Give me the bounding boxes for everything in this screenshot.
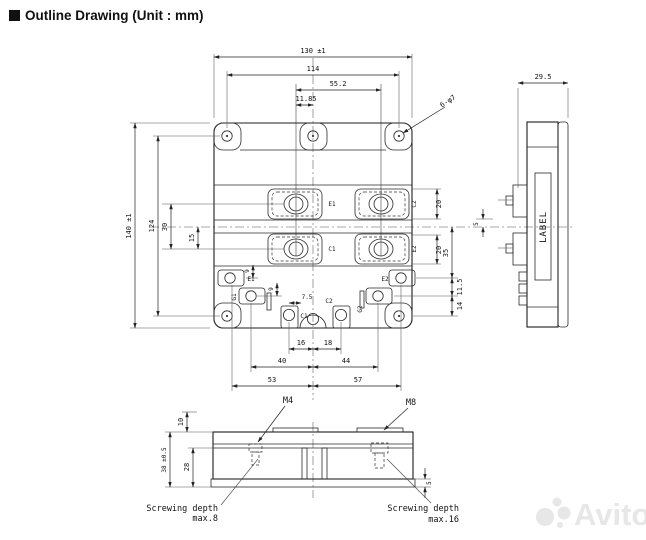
side-serration <box>518 271 528 282</box>
terminal-label-e1: E1 <box>328 201 336 208</box>
dim-mount-span-v: 124 <box>148 220 156 233</box>
dim-terminal-span: 55.2 <box>330 80 347 88</box>
mount-hole <box>384 302 413 329</box>
dim-baseplate: 5 <box>426 481 433 485</box>
dim-terminal-offset: 11.85 <box>295 95 316 103</box>
terminal-label-c2: C2 <box>411 200 418 208</box>
note-screwing-right-1: Screwing depth <box>387 504 459 514</box>
aux-label-e1: E1 <box>247 276 255 283</box>
dim-overall-height: 140 ±1 <box>125 213 133 238</box>
dim-b40: 40 <box>278 357 286 365</box>
side-serration <box>518 283 528 294</box>
aux-terminals: E1 G1 C1 C2 G2 E2 <box>217 269 416 329</box>
aux-terminal-e2 <box>388 269 416 287</box>
aux-terminal-c1 <box>280 305 299 329</box>
note-screwing-left-2: max.8 <box>192 514 218 524</box>
aux-terminal-e1 <box>217 269 245 287</box>
thread-insert-m8 <box>370 442 389 469</box>
dim-b44: 44 <box>342 357 350 365</box>
label-box <box>534 172 552 281</box>
front-boss-left <box>272 427 319 433</box>
dim-b16: 16 <box>297 339 305 347</box>
aux-terminal-c2 <box>332 305 351 329</box>
section-marker-icon <box>9 10 20 21</box>
terminal-label-c1: C1 <box>328 246 336 253</box>
dim-aux-off1: 9 <box>244 269 251 273</box>
right-dimensions: 20 20 35 11.5 14 <box>394 188 464 317</box>
dim-aux-gap2: 14 <box>456 302 464 310</box>
dim-side-offset: 5 <box>473 222 480 226</box>
aux-label-g1: G1 <box>231 293 238 301</box>
avito-watermark: Avito <box>536 497 646 532</box>
dim-aux-gap1: 11.5 <box>456 279 464 296</box>
mount-hole <box>213 302 242 329</box>
dim-aux-span: 35 <box>442 249 450 257</box>
dim-row-pitch: 30 <box>161 223 169 231</box>
screw-label-m4: M4 <box>283 396 293 406</box>
mount-hole <box>384 122 413 151</box>
aux-label-g2: G2 <box>357 305 364 313</box>
front-boss-right <box>356 427 404 433</box>
dim-b53: 53 <box>268 376 276 384</box>
mount-hole <box>213 122 242 151</box>
side-view: 29.5 LABEL 5 <box>473 73 569 328</box>
dim-row-half: 15 <box>188 234 196 242</box>
dim-overall-height-front: 38 ±0.5 <box>161 447 168 473</box>
bottom-dimensions: 16 18 40 44 53 57 <box>231 285 402 391</box>
top-view: E1 C2 C1 E2 E1 G1 C1 <box>125 47 575 400</box>
dim-pad-bottom: 20 <box>435 246 443 254</box>
mounting-holes <box>213 122 413 329</box>
page-title-text: Outline Drawing (Unit : mm) <box>25 8 204 23</box>
side-terminal-bump <box>512 232 528 266</box>
side-serration <box>518 295 528 306</box>
terminal-pad-e2 <box>354 233 410 265</box>
side-baseplate <box>557 121 569 328</box>
main-terminals: E1 C2 C1 E2 <box>267 188 418 265</box>
aux-terminal-g2 <box>365 287 393 305</box>
center-boss <box>299 314 327 329</box>
watermark-text: Avito <box>574 497 646 532</box>
terminal-pad-c2 <box>354 188 410 220</box>
mount-hole <box>299 122 328 151</box>
aux-label-e2: E2 <box>381 276 389 283</box>
dim-aux-off2: 9 <box>268 287 275 291</box>
dim-mount-span-h: 114 <box>307 65 320 73</box>
watermark-logo-icon <box>536 508 554 526</box>
top-dimensions: 130 ±1 114 55.2 11.85 6-φ7 <box>213 47 457 134</box>
dim-boss-height: 10 <box>177 418 185 426</box>
terminal-label-e2: E2 <box>411 245 418 253</box>
dim-body-height: 28 <box>183 463 191 471</box>
side-terminal-bump <box>512 184 528 218</box>
aux-label-c2: C2 <box>325 298 333 305</box>
aux-label-c1: C1 <box>300 313 308 320</box>
dim-hole-callout: 6-φ7 <box>439 93 457 109</box>
page-title: Outline Drawing (Unit : mm) <box>9 8 204 23</box>
note-screwing-left-1: Screwing depth <box>146 504 218 514</box>
dim-pad-top: 20 <box>435 200 443 208</box>
aux-dimensions: 9 9 7.5 <box>244 264 313 305</box>
dim-aux-off3: 7.5 <box>302 294 313 301</box>
dim-overall-width: 130 ±1 <box>300 47 325 55</box>
label-text: LABEL <box>539 211 549 243</box>
screw-label-m8: M8 <box>406 398 416 408</box>
left-dimensions: 140 ±1 124 30 15 <box>125 122 284 329</box>
thread-insert-m4 <box>248 443 263 466</box>
front-baseplate <box>210 478 416 488</box>
dim-b57: 57 <box>354 376 362 384</box>
dim-depth: 29.5 <box>535 73 552 81</box>
note-screwing-right-2: max.16 <box>428 515 459 525</box>
front-view: M4 M8 10 38 ±0.5 28 5 Screwing depth max… <box>146 396 459 525</box>
dim-b18: 18 <box>324 339 332 347</box>
